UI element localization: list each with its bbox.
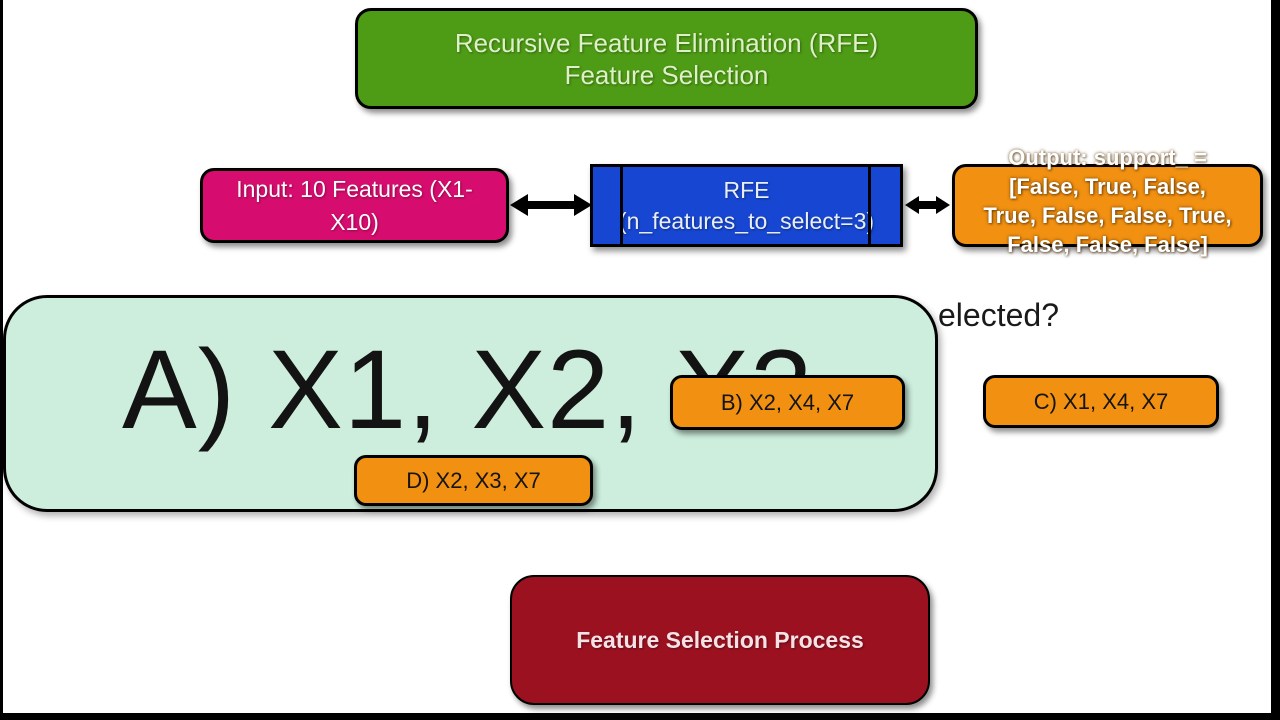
rfe-process-box: RFE (n_features_to_select=3) <box>590 164 903 247</box>
letterbox-left-bar <box>0 0 3 720</box>
input-features-box: Input: 10 Features (X1- X10) <box>200 168 509 243</box>
input-rfe-double-arrow-icon <box>510 194 592 216</box>
rfe-process-label: RFE (n_features_to_select=3) <box>618 176 875 234</box>
letterbox-bottom-bar <box>0 713 1280 720</box>
rfe-left-rail <box>620 167 623 244</box>
letterbox-right-bar <box>1271 0 1280 720</box>
question-text-fragment: elected? <box>938 297 1059 333</box>
process-box: Feature Selection Process <box>510 575 930 705</box>
output-support-text: Output: support_ = [False, True, False, … <box>983 145 1232 257</box>
answer-option-b: B) X2, X4, X7 <box>670 375 905 430</box>
answer-option-c: C) X1, X4, X7 <box>983 375 1219 428</box>
title-box: Recursive Feature Elimination (RFE) Feat… <box>355 8 978 109</box>
rfe-output-double-arrow-icon <box>905 196 950 214</box>
answer-option-d: D) X2, X3, X7 <box>354 455 593 506</box>
output-support-box <box>952 164 1263 247</box>
rfe-right-rail <box>868 167 871 244</box>
